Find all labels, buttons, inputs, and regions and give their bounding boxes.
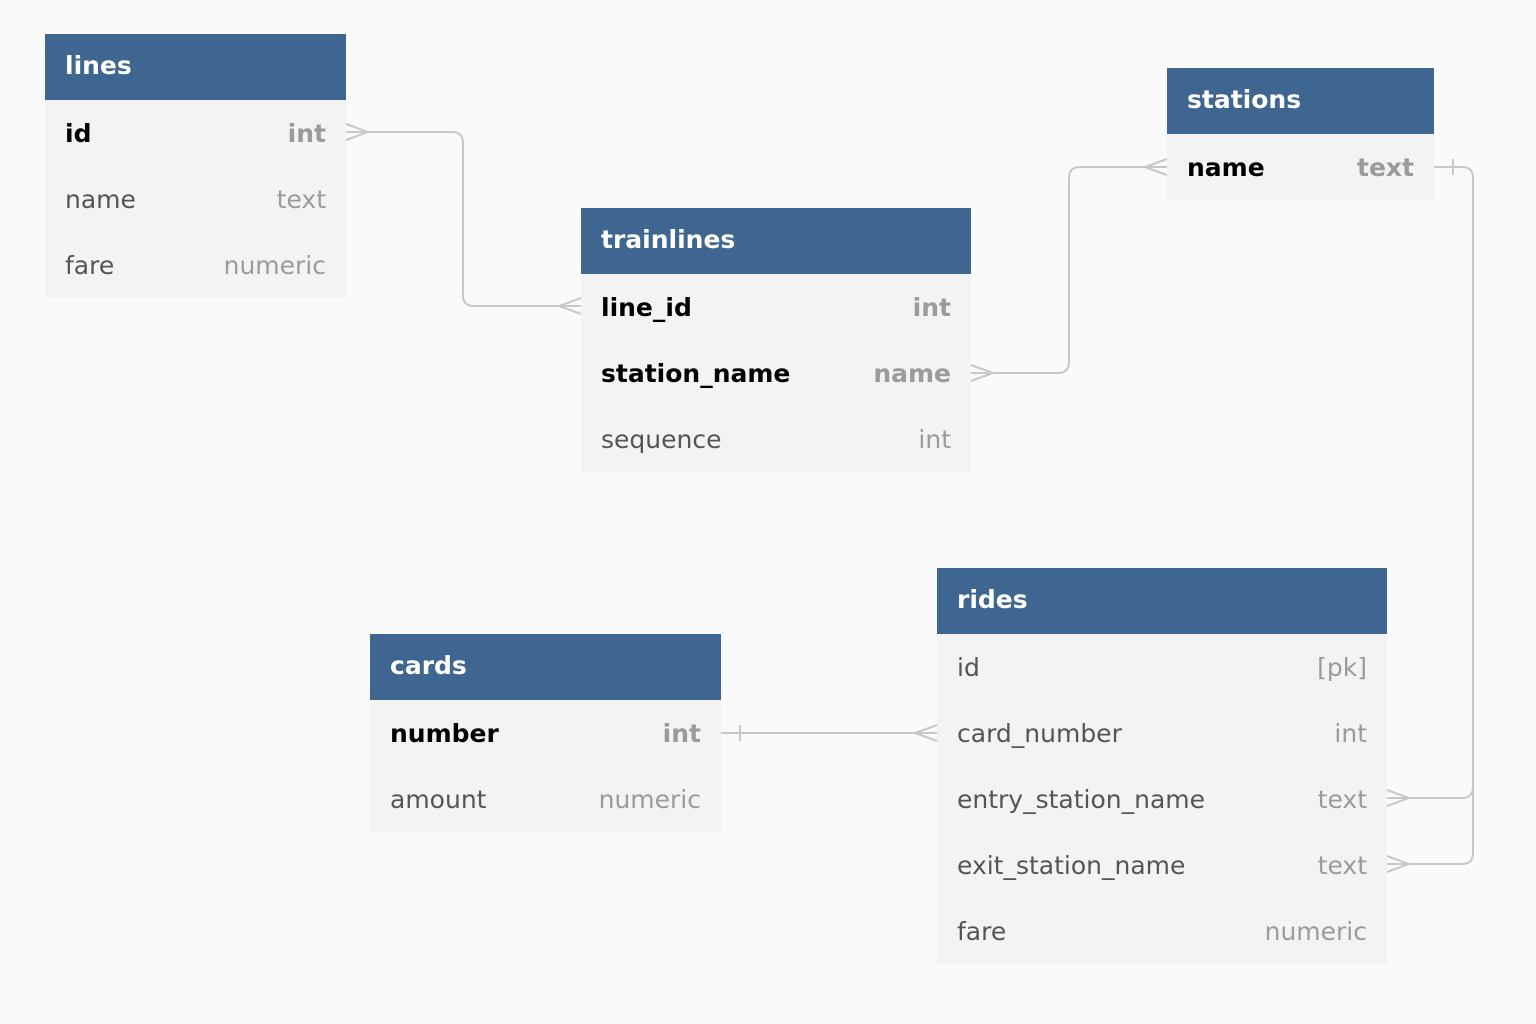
column-name: number [390, 718, 499, 748]
column-type: text [1357, 152, 1414, 182]
table-rides[interactable]: rides id [pk] card_number int entry_stat… [937, 568, 1387, 964]
column-type: [pk] [1317, 652, 1367, 682]
column-name: id [957, 652, 980, 682]
column-type: name [873, 358, 951, 388]
table-row[interactable]: station_name name [581, 340, 971, 406]
crowfoot-stations-name [1142, 158, 1168, 176]
connector-trainlines-stations[interactable] [971, 166, 1167, 374]
table-stations[interactable]: stations name text [1167, 68, 1434, 200]
crowfoot-trainlines-line-id [556, 297, 582, 315]
table-header-cards[interactable]: cards [370, 634, 721, 700]
table-header-trainlines[interactable]: trainlines [581, 208, 971, 274]
column-type: int [912, 292, 951, 322]
column-name: station_name [601, 358, 791, 388]
column-type: numeric [1264, 916, 1367, 946]
column-type: int [662, 718, 701, 748]
crowfoot-rides-entry-station-name [1386, 789, 1412, 807]
column-type: int [1334, 718, 1367, 748]
table-header-stations[interactable]: stations [1167, 68, 1434, 134]
column-name: fare [65, 250, 115, 280]
column-type: text [276, 184, 326, 214]
column-name: sequence [601, 424, 722, 454]
table-row[interactable]: name text [45, 166, 346, 232]
column-name: line_id [601, 292, 692, 322]
column-name: exit_station_name [957, 850, 1186, 880]
column-name: amount [390, 784, 487, 814]
column-name: name [1187, 152, 1265, 182]
table-row[interactable]: fare numeric [937, 898, 1387, 964]
column-type: numeric [223, 250, 326, 280]
crowfoot-trainlines-station-name [970, 364, 996, 382]
column-name: name [65, 184, 136, 214]
column-type: text [1317, 784, 1367, 814]
connector-lines-trainlines[interactable] [346, 131, 581, 307]
table-lines[interactable]: lines id int name text fare numeric [45, 34, 346, 298]
table-cards[interactable]: cards number int amount numeric [370, 634, 721, 832]
table-row[interactable]: line_id int [581, 274, 971, 340]
column-name: card_number [957, 718, 1122, 748]
table-row[interactable]: card_number int [937, 700, 1387, 766]
connector-stations-rides-exit[interactable] [1387, 787, 1474, 865]
table-row[interactable]: exit_station_name text [937, 832, 1387, 898]
table-row[interactable]: id int [45, 100, 346, 166]
column-type: numeric [598, 784, 701, 814]
table-trainlines[interactable]: trainlines line_id int station_name name… [581, 208, 971, 472]
table-row[interactable]: entry_station_name text [937, 766, 1387, 832]
column-type: text [1317, 850, 1367, 880]
column-name: fare [957, 916, 1007, 946]
crowfoot-lines-id [345, 123, 371, 141]
table-row[interactable]: number int [370, 700, 721, 766]
column-name: id [65, 118, 92, 148]
crowfoot-rides-exit-station-name [1386, 855, 1412, 873]
table-row[interactable]: sequence int [581, 406, 971, 472]
table-row[interactable]: name text [1167, 134, 1434, 200]
column-name: entry_station_name [957, 784, 1206, 814]
table-row[interactable]: amount numeric [370, 766, 721, 832]
connector-stations-rides-entry[interactable] [1387, 166, 1474, 799]
column-type: int [918, 424, 951, 454]
table-row[interactable]: fare numeric [45, 232, 346, 298]
table-header-lines[interactable]: lines [45, 34, 346, 100]
table-header-rides[interactable]: rides [937, 568, 1387, 634]
table-row[interactable]: id [pk] [937, 634, 1387, 700]
crowfoot-rides-card-number [912, 724, 938, 742]
column-type: int [287, 118, 326, 148]
